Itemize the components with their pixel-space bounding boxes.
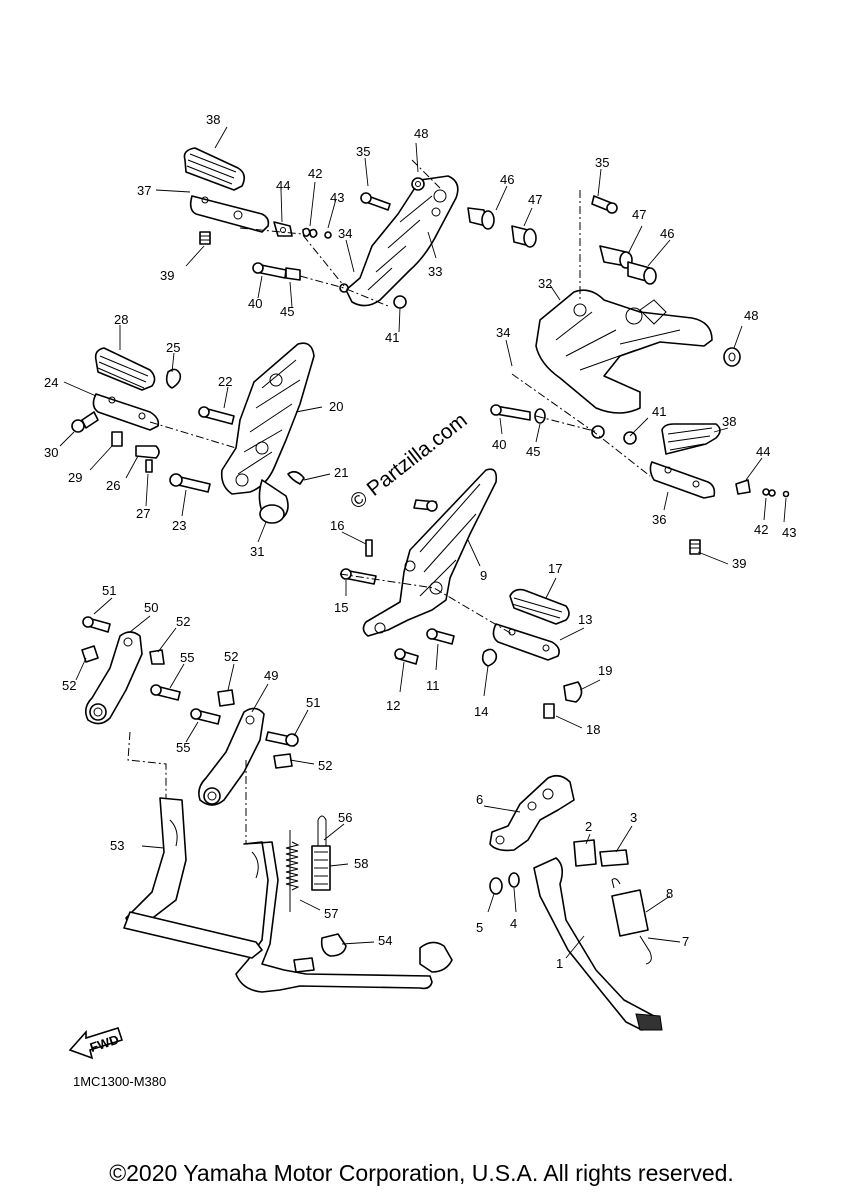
part-label: 40 bbox=[492, 437, 506, 452]
part-label: 22 bbox=[218, 374, 232, 389]
part-label: 3 bbox=[630, 810, 637, 825]
part-label: 9 bbox=[480, 568, 487, 583]
copyright-notice: ©2020 Yamaha Motor Corporation, U.S.A. A… bbox=[109, 1160, 734, 1186]
rear-footrest-arm-top bbox=[252, 175, 537, 309]
part-label: 27 bbox=[136, 506, 150, 521]
part-label: 18 bbox=[586, 722, 600, 737]
part-label: 7 bbox=[682, 934, 689, 949]
part-label: 25 bbox=[166, 340, 180, 355]
part-label: 46 bbox=[500, 172, 514, 187]
part-label: 45 bbox=[280, 304, 294, 319]
part-label: 42 bbox=[754, 522, 768, 537]
part-label: 17 bbox=[548, 561, 562, 576]
part-label: 51 bbox=[102, 583, 116, 598]
part-label: 15 bbox=[334, 600, 348, 615]
side-stand bbox=[533, 839, 663, 1031]
part-label: 55 bbox=[180, 650, 194, 665]
part-label: 35 bbox=[356, 144, 370, 159]
part-label: 14 bbox=[474, 704, 488, 719]
part-label: 39 bbox=[732, 556, 746, 571]
part-label: 34 bbox=[496, 325, 510, 340]
main-stand-spring bbox=[285, 815, 347, 957]
part-label: 20 bbox=[329, 399, 343, 414]
part-label: 49 bbox=[264, 668, 278, 683]
part-label: 42 bbox=[308, 166, 322, 181]
part-label: 46 bbox=[660, 226, 674, 241]
part-label: 40 bbox=[248, 296, 262, 311]
part-label: 43 bbox=[330, 190, 344, 205]
part-label: 16 bbox=[330, 518, 344, 533]
part-label: 19 bbox=[598, 663, 612, 678]
watermark: © Partzilla.com bbox=[346, 409, 472, 514]
part-label: 26 bbox=[106, 478, 120, 493]
rider-footrest-left bbox=[71, 347, 182, 473]
rear-footrest-rubber-top bbox=[183, 147, 246, 191]
part-label: 50 bbox=[144, 600, 158, 615]
part-label: 24 bbox=[44, 375, 58, 390]
part-label: 23 bbox=[172, 518, 186, 533]
part-label: 33 bbox=[428, 264, 442, 279]
part-label: 31 bbox=[250, 544, 264, 559]
part-label: 44 bbox=[756, 444, 770, 459]
part-label: 54 bbox=[378, 933, 392, 948]
part-label: 4 bbox=[510, 916, 517, 931]
part-label: 47 bbox=[632, 207, 646, 222]
part-label: 57 bbox=[324, 906, 338, 921]
part-label: 51 bbox=[306, 695, 320, 710]
rear-footrest-bracket-right bbox=[535, 195, 741, 414]
part-label: 41 bbox=[652, 404, 666, 419]
part-label: 58 bbox=[354, 856, 368, 871]
part-label: 2 bbox=[585, 819, 592, 834]
part-label: 8 bbox=[666, 886, 673, 901]
rider-footrest-center bbox=[481, 588, 583, 719]
part-label: 6 bbox=[476, 792, 483, 807]
part-label: 37 bbox=[137, 183, 151, 198]
part-label: 1 bbox=[556, 956, 563, 971]
part-label: 52 bbox=[318, 758, 332, 773]
leader-lines bbox=[59, 126, 787, 959]
main-stand-bracket-right bbox=[190, 689, 299, 806]
fwd-arrow-icon: FWD bbox=[68, 1027, 124, 1060]
part-label: 56 bbox=[338, 810, 352, 825]
part-label: 52 bbox=[176, 614, 190, 629]
part-labels: 38 48 35 37 44 42 43 46 47 34 33 39 40 4… bbox=[44, 112, 796, 971]
part-label: 12 bbox=[386, 698, 400, 713]
part-label: 38 bbox=[722, 414, 736, 429]
part-label: 5 bbox=[476, 920, 483, 935]
rear-footrest-left-assembly bbox=[490, 404, 790, 555]
part-label: 36 bbox=[652, 512, 666, 527]
part-label: 28 bbox=[114, 312, 128, 327]
part-label: 11 bbox=[426, 678, 440, 693]
part-label: 35 bbox=[595, 155, 609, 170]
part-label: 30 bbox=[44, 445, 58, 460]
part-label: 48 bbox=[414, 126, 428, 141]
part-label: 41 bbox=[385, 330, 399, 345]
drawing-code: 1MC1300-M380 bbox=[73, 1074, 167, 1089]
part-label: 21 bbox=[334, 465, 348, 480]
rear-footrest-bracket-top bbox=[189, 195, 332, 245]
rider-footrest-bracket bbox=[169, 342, 315, 524]
part-label: 52 bbox=[62, 678, 76, 693]
part-label: 45 bbox=[526, 444, 540, 459]
part-label: 43 bbox=[782, 525, 796, 540]
part-label: 55 bbox=[176, 740, 190, 755]
side-stand-bracket bbox=[489, 774, 575, 895]
part-label: 44 bbox=[276, 178, 290, 193]
part-label: 34 bbox=[338, 226, 352, 241]
part-label: 29 bbox=[68, 470, 82, 485]
part-label: 48 bbox=[744, 308, 758, 323]
part-label: 39 bbox=[160, 268, 174, 283]
main-stand bbox=[123, 797, 453, 993]
part-label: 13 bbox=[578, 612, 592, 627]
part-label: 38 bbox=[206, 112, 220, 127]
main-stand-bracket-left bbox=[81, 616, 181, 725]
part-label: 32 bbox=[538, 276, 552, 291]
part-label: 47 bbox=[528, 192, 542, 207]
footrest-bracket-center bbox=[340, 468, 498, 665]
part-label: 53 bbox=[110, 838, 124, 853]
part-label: 52 bbox=[224, 649, 238, 664]
